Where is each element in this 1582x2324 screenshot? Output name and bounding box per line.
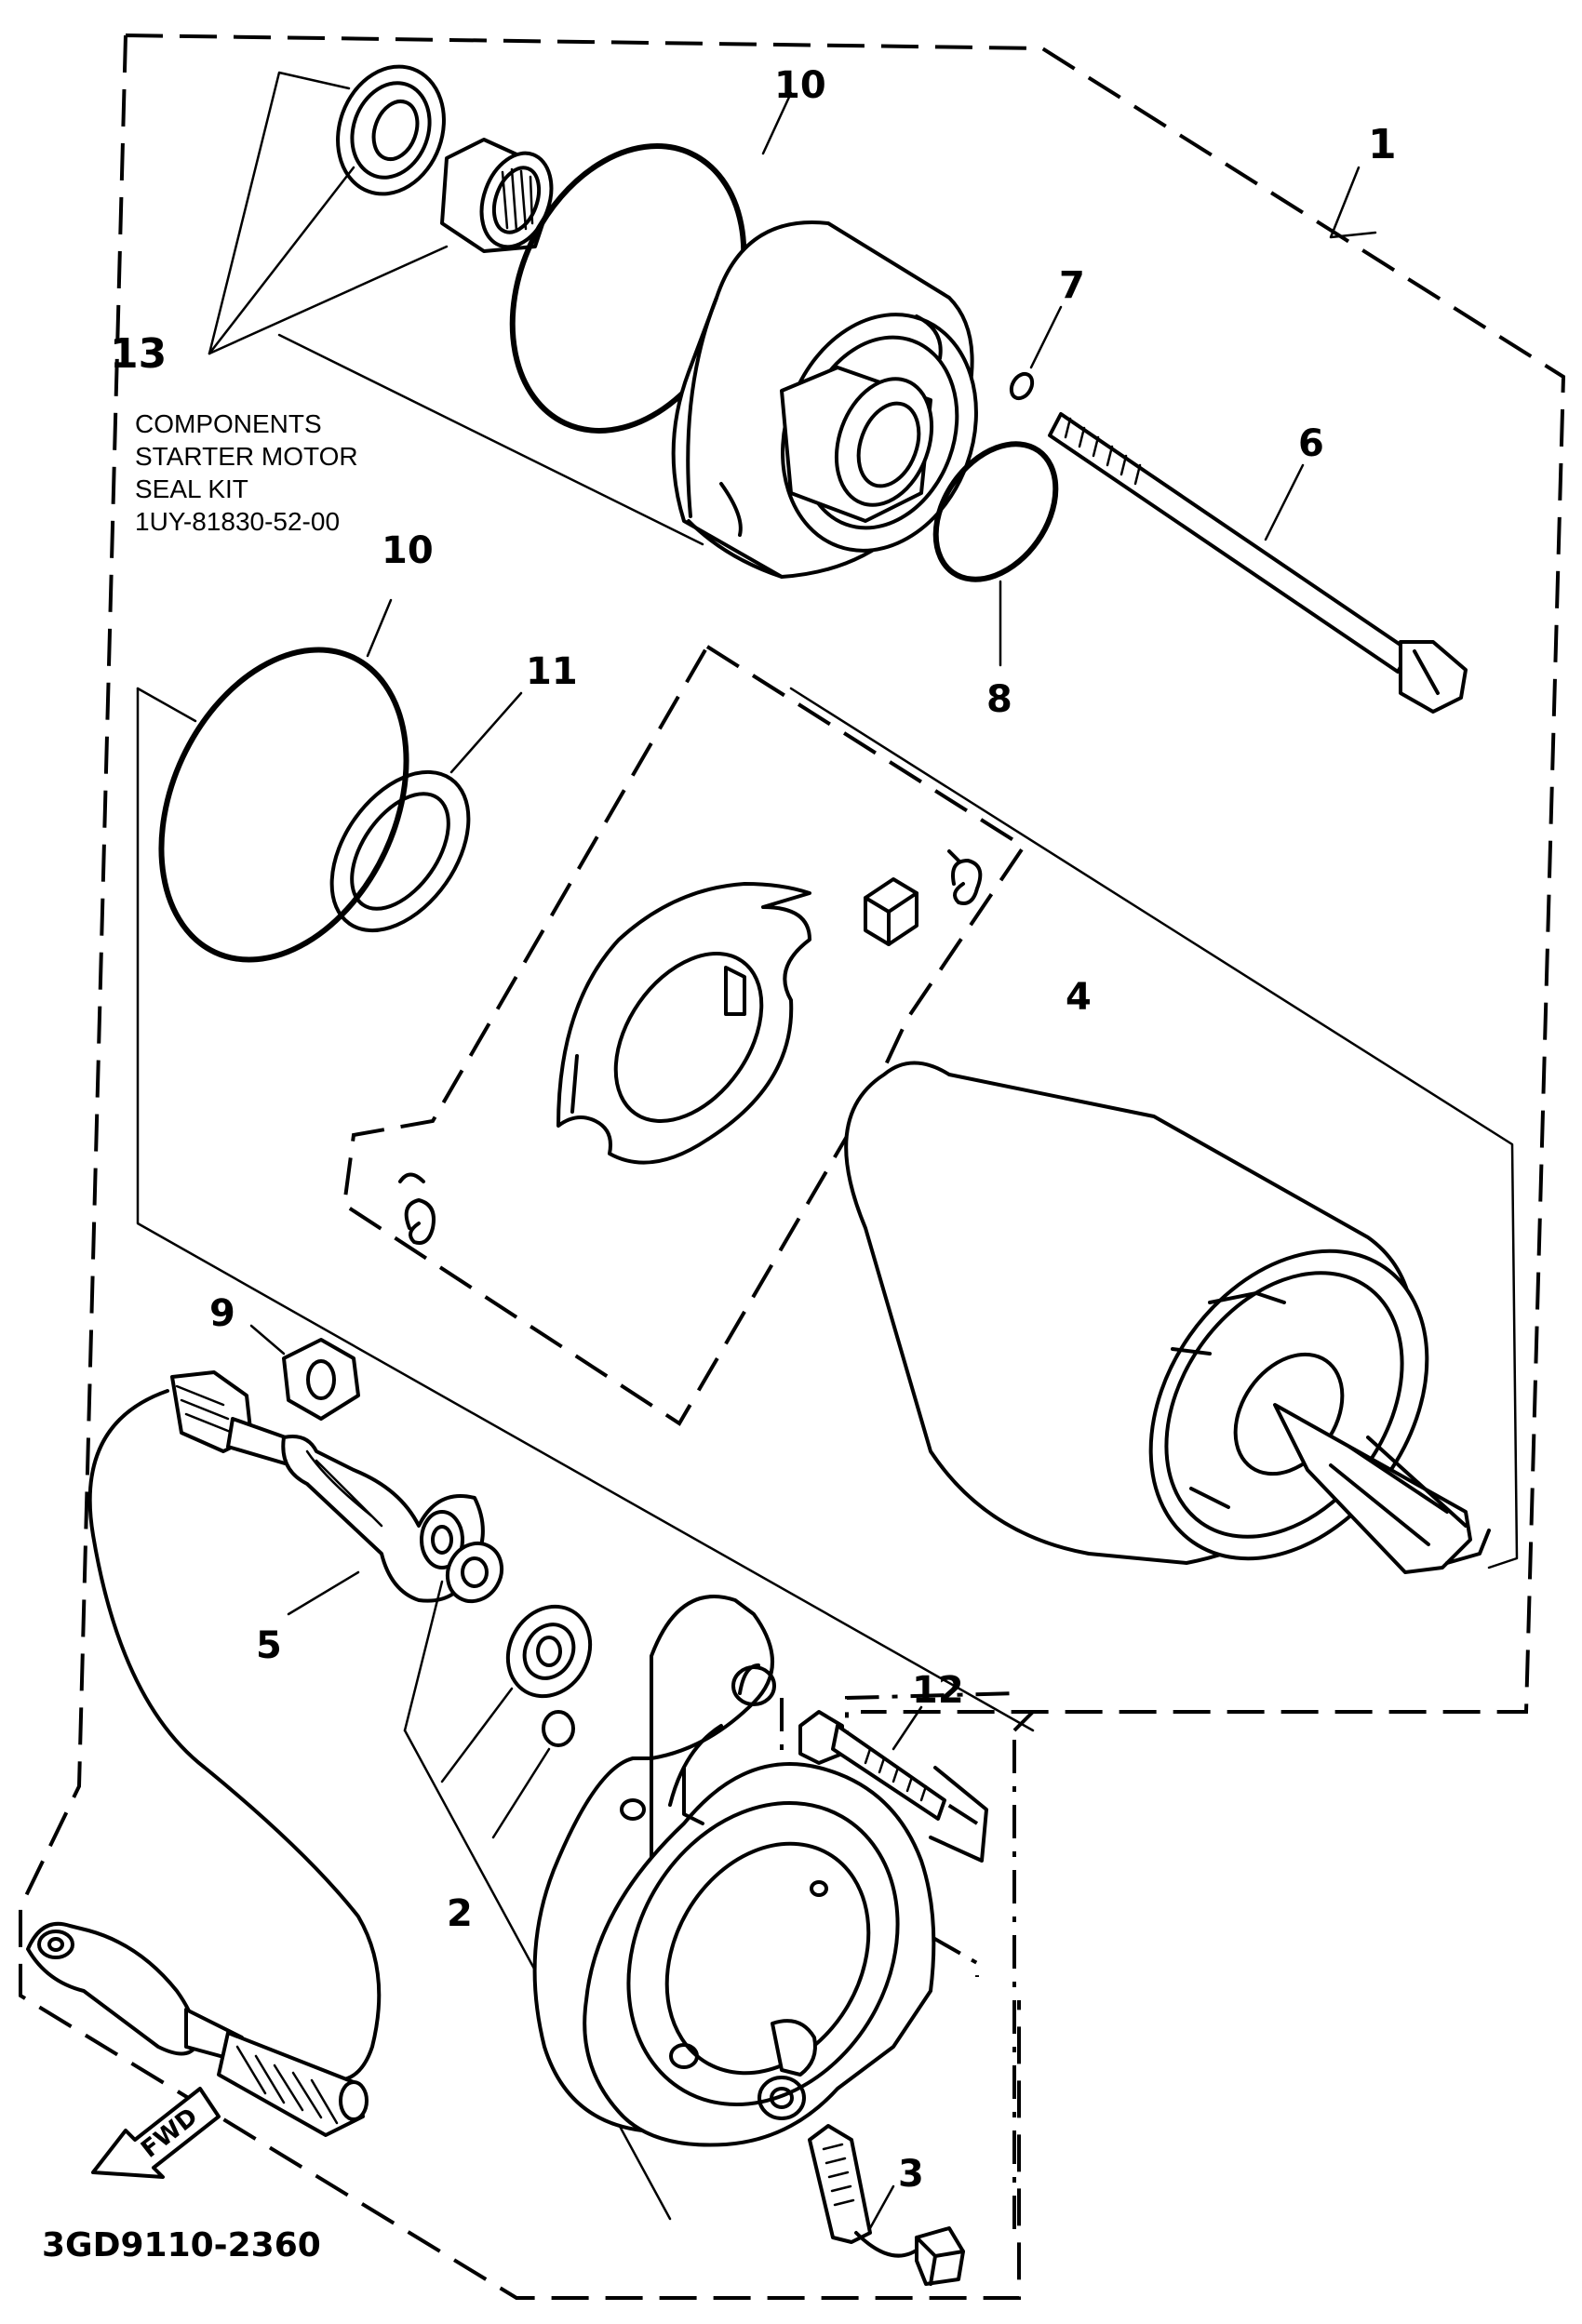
lead-wire-terminal: [26, 1921, 369, 2137]
kit-note-line-1: COMPONENTS: [135, 409, 322, 438]
callout-13: 13: [110, 330, 167, 378]
o-ring-8: [932, 441, 1059, 582]
brush-spring-upper: [947, 849, 983, 905]
kit-note-line-4: 1UY-81830-52-00: [135, 507, 340, 536]
callout-9: 9: [209, 1292, 235, 1335]
forward-direction-arrow: FWD: [91, 2087, 221, 2179]
assembly-boundary: [19, 33, 1566, 2300]
callout-1: 1: [1368, 121, 1397, 168]
seal-small: [445, 1541, 504, 1604]
brush-spring-lower: [398, 1172, 436, 1245]
nut: [282, 1338, 360, 1421]
callout-4: 4: [1066, 976, 1092, 1019]
callout-10-upper: 10: [774, 64, 826, 107]
o-ring-lower: [158, 647, 409, 963]
front-cover: [671, 220, 978, 579]
oil-seal: [336, 64, 446, 196]
seal-kit-note: COMPONENTS STARTER MOTOR SEAL KIT 1UY-81…: [135, 409, 358, 536]
brush-block: [864, 877, 918, 946]
brush-plate: [556, 882, 811, 1165]
rear-end-cover: [532, 1595, 988, 2147]
brush-holder-boundary: [342, 644, 1026, 1426]
callout-11: 11: [526, 650, 578, 693]
callout-8: 8: [986, 678, 1012, 721]
seal-medium: [505, 1604, 593, 1699]
through-bolt: [1048, 412, 1468, 714]
screw-12: [798, 1710, 946, 1821]
needle-bearing: [440, 138, 554, 253]
drawing-number: 3GD9110-2360: [42, 2226, 321, 2264]
brush-terminal: [808, 2124, 965, 2286]
small-o-ring: [1009, 371, 1035, 401]
o-ring-2: [542, 1710, 575, 1747]
kit-note-line-3: SEAL KIT: [135, 474, 248, 503]
kit-note-line-2: STARTER MOTOR: [135, 442, 358, 471]
callout-10-lower: 10: [382, 529, 434, 572]
callout-12: 12: [912, 1669, 964, 1712]
yoke-boundary-line: [136, 687, 1035, 1732]
washer: [329, 769, 471, 933]
lead-wire: [87, 1370, 485, 2081]
callout-5: 5: [256, 1624, 282, 1667]
callout-6: 6: [1298, 422, 1324, 465]
part-13-leader-lines: [208, 71, 704, 546]
callout-3: 3: [898, 2153, 924, 2196]
callout-2: 2: [447, 1892, 473, 1935]
callout-7: 7: [1059, 264, 1085, 307]
yoke-housing: [844, 1061, 1491, 1574]
